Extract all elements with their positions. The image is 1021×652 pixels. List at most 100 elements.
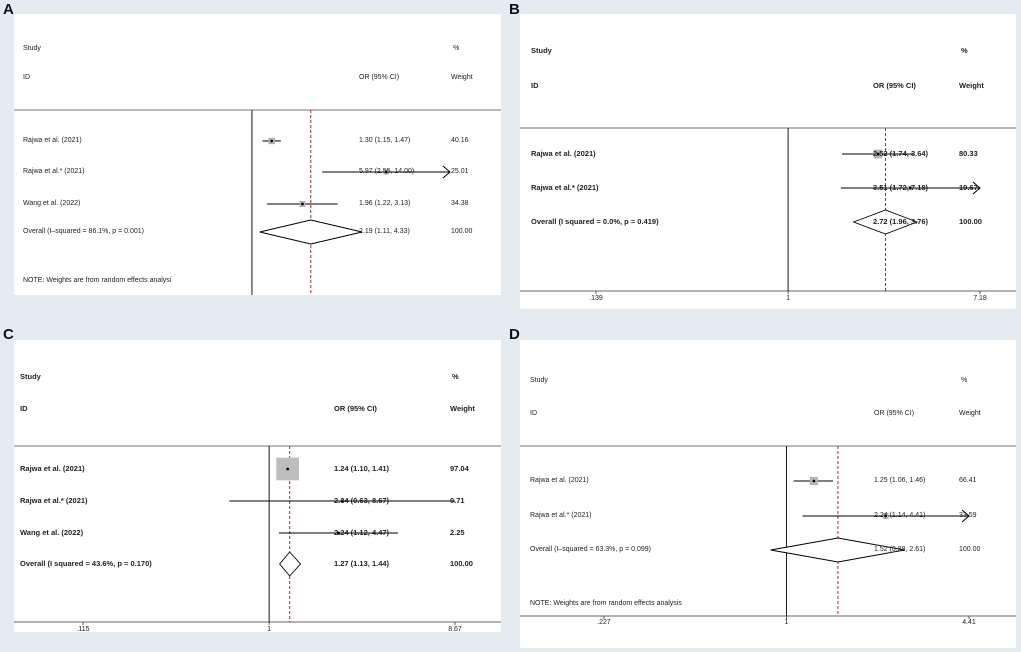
study-or-ci: 2.52 (1.74, 3.64) bbox=[873, 149, 929, 158]
overall-label: Overall (I squared = 43.6%, p = 0.170) bbox=[20, 559, 152, 568]
panel-letter-b: B bbox=[509, 1, 520, 18]
x-tick-label: .227 bbox=[597, 619, 611, 626]
study-point-estimate bbox=[908, 186, 912, 190]
study-ci-arrow bbox=[972, 181, 981, 195]
x-tick-label: 4.41 bbox=[962, 619, 976, 626]
study-column-header: Study bbox=[531, 46, 552, 55]
study-or-ci: 3.51 (1.72, 7.18) bbox=[873, 183, 929, 192]
study-weight: 40.16 bbox=[451, 137, 469, 144]
study-or-ci: 2.24 (1.14, 4.41) bbox=[874, 512, 926, 519]
weight-column-header: Weight bbox=[959, 81, 984, 90]
overall-label: Overall (I–squared = 63.3%, p = 0.099) bbox=[530, 546, 652, 553]
x-tick-label: 1 bbox=[786, 295, 791, 302]
percent-column-header: % bbox=[453, 45, 460, 52]
or-column-header: OR (95% CI) bbox=[874, 410, 915, 417]
overall-diamond bbox=[279, 551, 302, 577]
study-label: Rajwa et al. (2021) bbox=[23, 137, 82, 144]
study-weight: 2.25 bbox=[450, 528, 465, 537]
overall-or-ci: 1.52 (0.88, 2.61) bbox=[874, 546, 926, 553]
study-weight: 80.33 bbox=[959, 149, 978, 158]
overall-weight: 100.00 bbox=[959, 217, 982, 226]
study-point-estimate bbox=[884, 514, 888, 518]
study-weight: 97.04 bbox=[450, 464, 469, 473]
panel-letter-d: D bbox=[509, 326, 520, 343]
panel-letter-c: C bbox=[3, 326, 14, 343]
id-column-header: ID bbox=[23, 74, 30, 81]
weight-column-header: Weight bbox=[450, 404, 475, 413]
study-label: Rajwa et al. (2021) bbox=[531, 149, 596, 158]
x-tick-label: .139 bbox=[589, 295, 603, 302]
overall-diamond bbox=[259, 219, 363, 245]
percent-column-header: % bbox=[452, 372, 459, 381]
study-weight: 0.71 bbox=[450, 496, 465, 505]
x-tick-label: 7.18 bbox=[973, 295, 987, 302]
overall-diamond bbox=[852, 209, 919, 235]
study-ci-arrow bbox=[961, 509, 970, 523]
overall-or-ci: 2.19 (1.11, 4.33) bbox=[359, 228, 410, 235]
id-column-header: ID bbox=[531, 81, 539, 90]
id-column-header: ID bbox=[20, 404, 28, 413]
weight-column-header: Weight bbox=[959, 410, 981, 417]
forest-plot-svg bbox=[14, 445, 501, 625]
study-weight: 34.38 bbox=[451, 200, 469, 207]
overall-or-ci: 2.72 (1.96, 3.76) bbox=[873, 217, 929, 226]
overall-diamond bbox=[770, 537, 905, 563]
panel-letter-a: A bbox=[3, 1, 14, 18]
forest-plot-svg bbox=[520, 127, 1016, 294]
weights-note: NOTE: Weights are from random effects an… bbox=[530, 600, 682, 607]
overall-or-ci: 1.27 (1.13, 1.44) bbox=[334, 559, 390, 568]
overall-weight: 100.00 bbox=[959, 546, 981, 553]
or-column-header: OR (95% CI) bbox=[334, 404, 377, 413]
or-column-header: OR (95% CI) bbox=[359, 74, 400, 81]
forest-plot-svg bbox=[14, 109, 501, 295]
study-label: Wang et al. (2022) bbox=[23, 200, 81, 207]
study-column-header: Study bbox=[20, 372, 41, 381]
overall-label: Overall (I squared = 0.0%, p = 0.419) bbox=[531, 217, 659, 226]
study-column-header: Study bbox=[530, 377, 548, 384]
study-column-header: Study bbox=[23, 45, 41, 52]
study-or-ci: 1.30 (1.15, 1.47) bbox=[359, 137, 411, 144]
study-weight: 19.67 bbox=[959, 183, 978, 192]
weights-note: NOTE: Weights are from random effects an… bbox=[23, 277, 172, 284]
study-weight: 66.41 bbox=[959, 477, 977, 484]
percent-column-header: % bbox=[961, 46, 968, 55]
study-point-estimate bbox=[270, 139, 274, 143]
study-point-estimate bbox=[812, 479, 816, 483]
study-or-ci: 1.25 (1.06, 1.46) bbox=[874, 477, 926, 484]
study-label: Rajwa et al.* (2021) bbox=[20, 496, 88, 505]
study-point-estimate bbox=[876, 152, 880, 156]
study-point-estimate bbox=[337, 531, 340, 535]
study-point-estimate bbox=[301, 202, 304, 206]
forest-plot-svg bbox=[520, 445, 1016, 619]
study-label: Rajwa et al.* (2021) bbox=[23, 168, 85, 175]
study-label: Rajwa et al. (2021) bbox=[530, 477, 589, 484]
study-label: Rajwa et al.* (2021) bbox=[531, 183, 599, 192]
x-tick-label: 8.67 bbox=[448, 626, 462, 632]
study-weight: 25.01 bbox=[451, 168, 469, 175]
study-point-estimate bbox=[384, 170, 388, 174]
id-column-header: ID bbox=[530, 410, 537, 417]
weight-column-header: Weight bbox=[451, 74, 473, 81]
study-label: Wang et al. (2022) bbox=[20, 528, 84, 537]
x-tick-label: 1 bbox=[784, 619, 789, 626]
study-point-estimate bbox=[286, 467, 290, 471]
study-or-ci: 2.24 (1.12, 4.47) bbox=[334, 528, 390, 537]
x-tick-label: .115 bbox=[76, 626, 90, 632]
study-ci-arrow bbox=[442, 165, 451, 179]
study-or-ci: 1.96 (1.22, 3.13) bbox=[359, 200, 411, 207]
percent-column-header: % bbox=[961, 377, 968, 384]
study-or-ci: 2.34 (0.63, 8.67) bbox=[334, 496, 390, 505]
study-label: Rajwa et al.* (2021) bbox=[530, 512, 592, 519]
study-point-estimate bbox=[340, 499, 344, 503]
or-column-header: OR (95% CI) bbox=[873, 81, 916, 90]
overall-label: Overall (I–squared = 86.1%, p = 0.001) bbox=[23, 228, 145, 235]
study-or-ci: 1.24 (1.10, 1.41) bbox=[334, 464, 390, 473]
overall-weight: 100.00 bbox=[451, 228, 473, 235]
study-weight: 33.59 bbox=[959, 512, 977, 519]
study-or-ci: 5.97 (2.55, 14.00) bbox=[359, 168, 415, 175]
study-label: Rajwa et al. (2021) bbox=[20, 464, 85, 473]
